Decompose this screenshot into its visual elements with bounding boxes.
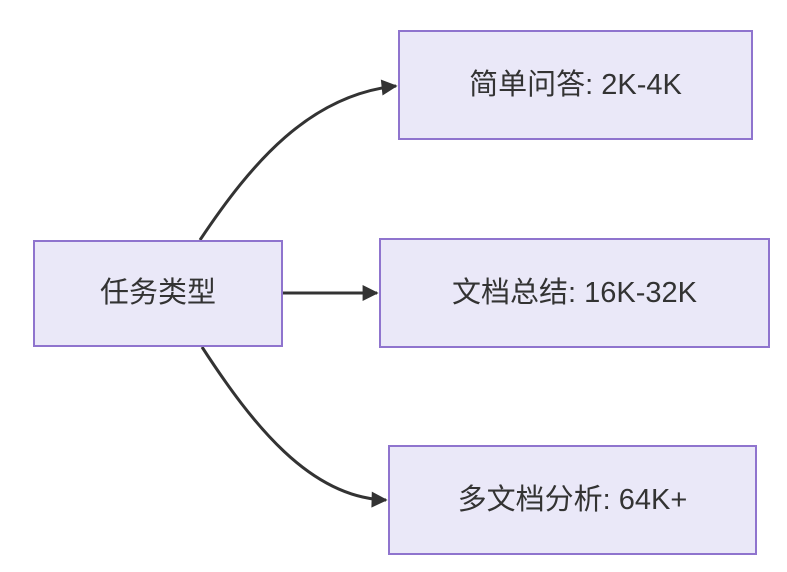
- node-multi-doc: 多文档分析: 64K+: [388, 445, 757, 555]
- node-doc-summary: 文档总结: 16K-32K: [379, 238, 770, 348]
- node-task-type: 任务类型: [33, 240, 283, 347]
- edge-root-to-simple-qa: [198, 79, 398, 241]
- edge-root-to-multi-doc: [200, 346, 388, 508]
- node-multi-doc-label: 多文档分析: 64K+: [457, 483, 688, 516]
- node-doc-summary-label: 文档总结: 16K-32K: [452, 276, 697, 309]
- node-task-type-label: 任务类型: [99, 277, 216, 309]
- node-simple-qa-label: 简单问答: 2K-4K: [469, 68, 682, 101]
- node-simple-qa: 简单问答: 2K-4K: [398, 30, 753, 140]
